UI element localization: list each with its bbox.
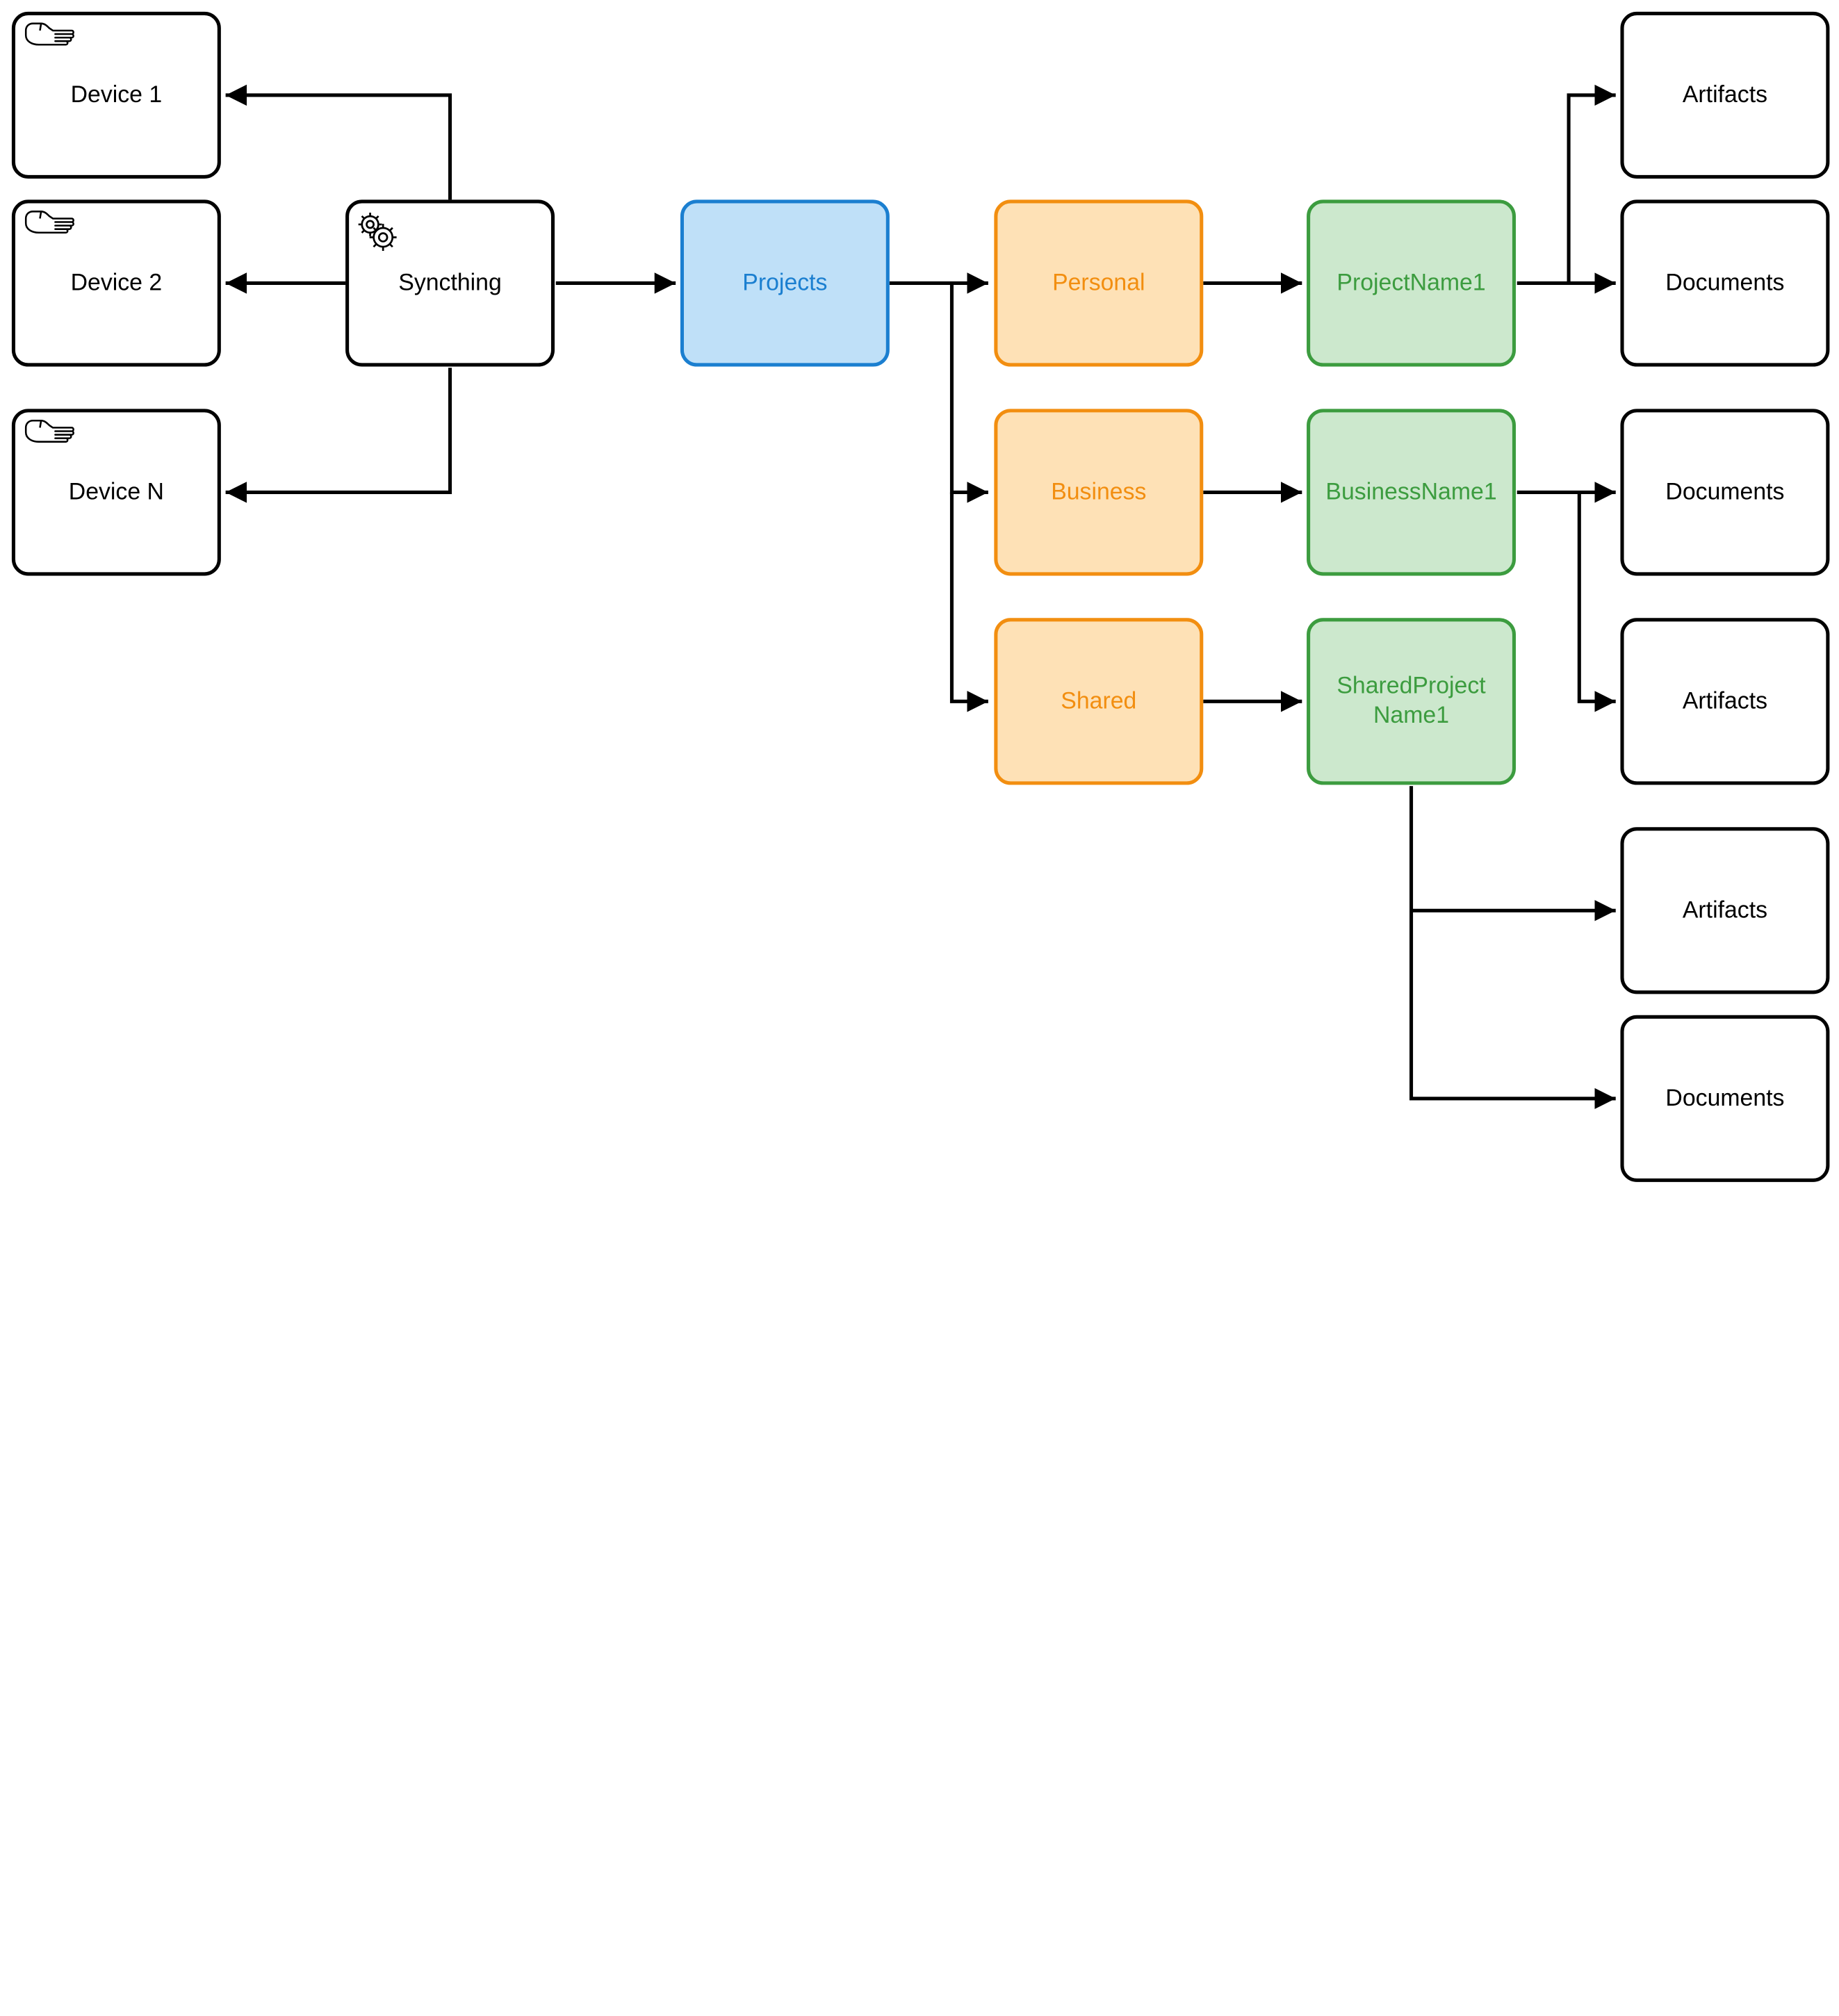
gear-icon [358, 213, 397, 251]
node-label: Documents [1665, 1085, 1785, 1111]
node-projects[interactable]: Projects [680, 199, 890, 367]
node-syncthing[interactable]: Syncthing [345, 199, 555, 367]
node-label: Device N [68, 478, 164, 505]
node-projectname1[interactable]: ProjectName1 [1307, 199, 1517, 367]
node-device-1[interactable]: Device 1 [11, 11, 221, 179]
node-label: Shared [1061, 687, 1137, 714]
edge-sharedprojectname1-documents [1409, 910, 1616, 1110]
node-artifacts-business[interactable]: Artifacts [1620, 618, 1830, 785]
node-business[interactable]: Business [994, 409, 1204, 576]
hand-icon [24, 211, 74, 234]
node-label: Documents [1665, 270, 1785, 296]
node-label: Syncthing [398, 270, 502, 296]
node-label: SharedProject Name1 [1337, 673, 1486, 729]
hand-icon [24, 22, 74, 46]
node-documents-shared[interactable]: Documents [1620, 1015, 1830, 1182]
edge-syncthing-device1 [225, 84, 452, 200]
node-label: Business [1051, 478, 1147, 505]
node-label: Artifacts [1682, 896, 1768, 924]
hand-icon [24, 420, 74, 443]
edge-sharedprojectname1-artifacts [1409, 786, 1616, 921]
edge-projects-business [949, 283, 988, 503]
node-label: Documents [1665, 478, 1785, 505]
node-documents-personal[interactable]: Documents [1620, 199, 1830, 367]
node-device-n[interactable]: Device N [11, 409, 221, 576]
edge-projects-shared [949, 492, 988, 712]
node-label: Device 2 [70, 270, 163, 296]
node-sharedprojectname1[interactable]: SharedProject Name1 [1307, 618, 1517, 785]
node-label: Projects [742, 270, 828, 296]
node-businessname1[interactable]: BusinessName1 [1307, 409, 1517, 576]
node-label: ProjectName1 [1337, 270, 1486, 296]
node-shared[interactable]: Shared [994, 618, 1204, 785]
node-label: Device 1 [70, 81, 163, 108]
node-label: Artifacts [1682, 81, 1768, 108]
edge-syncthing-deviceN [225, 368, 452, 503]
node-label: Personal [1052, 270, 1145, 296]
node-artifacts-personal[interactable]: Artifacts [1620, 11, 1830, 179]
node-label: BusinessName1 [1325, 478, 1497, 505]
node-documents-business[interactable]: Documents [1620, 409, 1830, 576]
edge-businessname1-artifacts [1577, 492, 1616, 712]
node-artifacts-shared[interactable]: Artifacts [1620, 827, 1830, 994]
edge-projectname1-artifacts [1567, 84, 1616, 284]
node-personal[interactable]: Personal [994, 199, 1204, 367]
connector-layer [225, 84, 1616, 1110]
node-label: Artifacts [1682, 687, 1768, 714]
node-device-2[interactable]: Device 2 [11, 199, 221, 367]
